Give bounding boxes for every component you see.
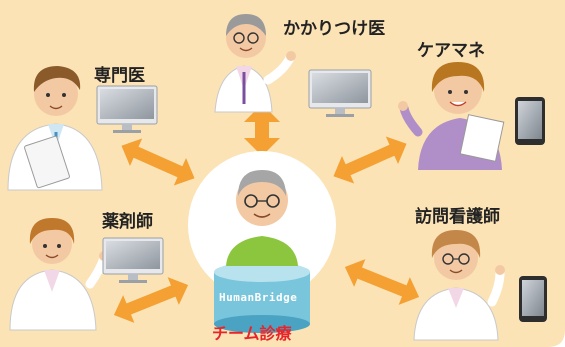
double-arrow-icon: [333, 136, 407, 184]
double-arrow-icon: [121, 138, 195, 186]
label-pharmacist: 薬剤師: [102, 212, 153, 232]
label-family-doctor: かかりつけ医: [283, 19, 386, 39]
pharmacist-figure: [9, 218, 109, 331]
patient-center: [188, 151, 336, 333]
tablet-icon: [519, 276, 547, 322]
tablet-icon: [515, 97, 545, 145]
monitor-icon: [96, 85, 158, 133]
monitor-icon: [102, 237, 164, 283]
document-icon: [24, 135, 70, 189]
double-arrow-icon: [244, 104, 280, 156]
family-doctor-figure: [214, 14, 296, 113]
label-visiting-nurse: 訪問看護師: [415, 207, 500, 227]
visiting-nurse-figure: [413, 230, 505, 341]
label-care-manager: ケアマネ: [417, 41, 485, 61]
team-care-caption: チーム診療: [212, 324, 292, 343]
specialist-figure: [7, 66, 103, 191]
double-arrow-icon: [344, 259, 420, 305]
care-manager-figure: [398, 62, 505, 170]
document-icon: [459, 114, 505, 162]
platform-brand-label: HumanBridge: [219, 291, 298, 304]
monitor-icon: [308, 69, 372, 117]
label-specialist: 専門医: [94, 66, 145, 86]
double-arrow-icon: [113, 277, 189, 323]
